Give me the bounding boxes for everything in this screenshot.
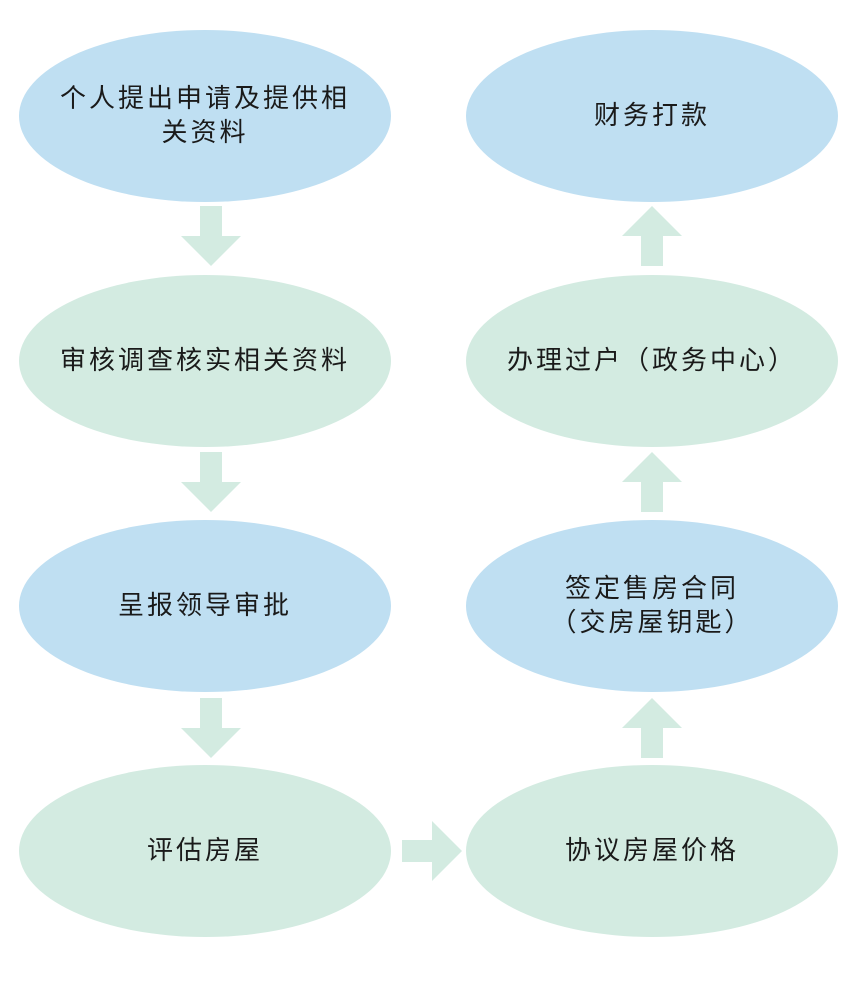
node-evaluate-house: 评估房屋 [19, 765, 391, 937]
arrow-down-2 [181, 452, 241, 512]
arrow-up-1 [622, 698, 682, 758]
node-label-line: （交房屋钥匙） [550, 608, 754, 638]
node-report-approval: 呈报领导审批 [19, 520, 391, 692]
node-submit-application: 个人提出申请及提供相 关资料 [19, 30, 391, 202]
node-label-line: 财务打款 [593, 101, 710, 131]
node-label-line: 呈报领导审批 [117, 591, 292, 621]
node-sign-contract: 签定售房合同 （交房屋钥匙） [466, 520, 838, 692]
node-label-line: 审核调查核实相关资料 [59, 346, 350, 376]
node-negotiate-price: 协议房屋价格 [466, 765, 838, 937]
arrow-up-2 [622, 452, 682, 512]
node-label-line: 协议房屋价格 [564, 836, 739, 866]
arrow-right [402, 821, 462, 881]
node-label-line: 关资料 [161, 118, 249, 148]
node-review-materials: 审核调查核实相关资料 [19, 275, 391, 447]
node-label-line: 评估房屋 [146, 836, 263, 866]
node-transfer-ownership: 办理过户（政务中心） [466, 275, 838, 447]
node-finance-payment: 财务打款 [466, 30, 838, 202]
node-label-line: 签定售房合同 [564, 574, 739, 604]
node-label-line: 办理过户（政务中心） [506, 346, 797, 376]
arrow-down-3 [181, 698, 241, 758]
node-label-line: 个人提出申请及提供相 [59, 84, 350, 114]
arrow-down-1 [181, 206, 241, 266]
arrow-up-3 [622, 206, 682, 266]
